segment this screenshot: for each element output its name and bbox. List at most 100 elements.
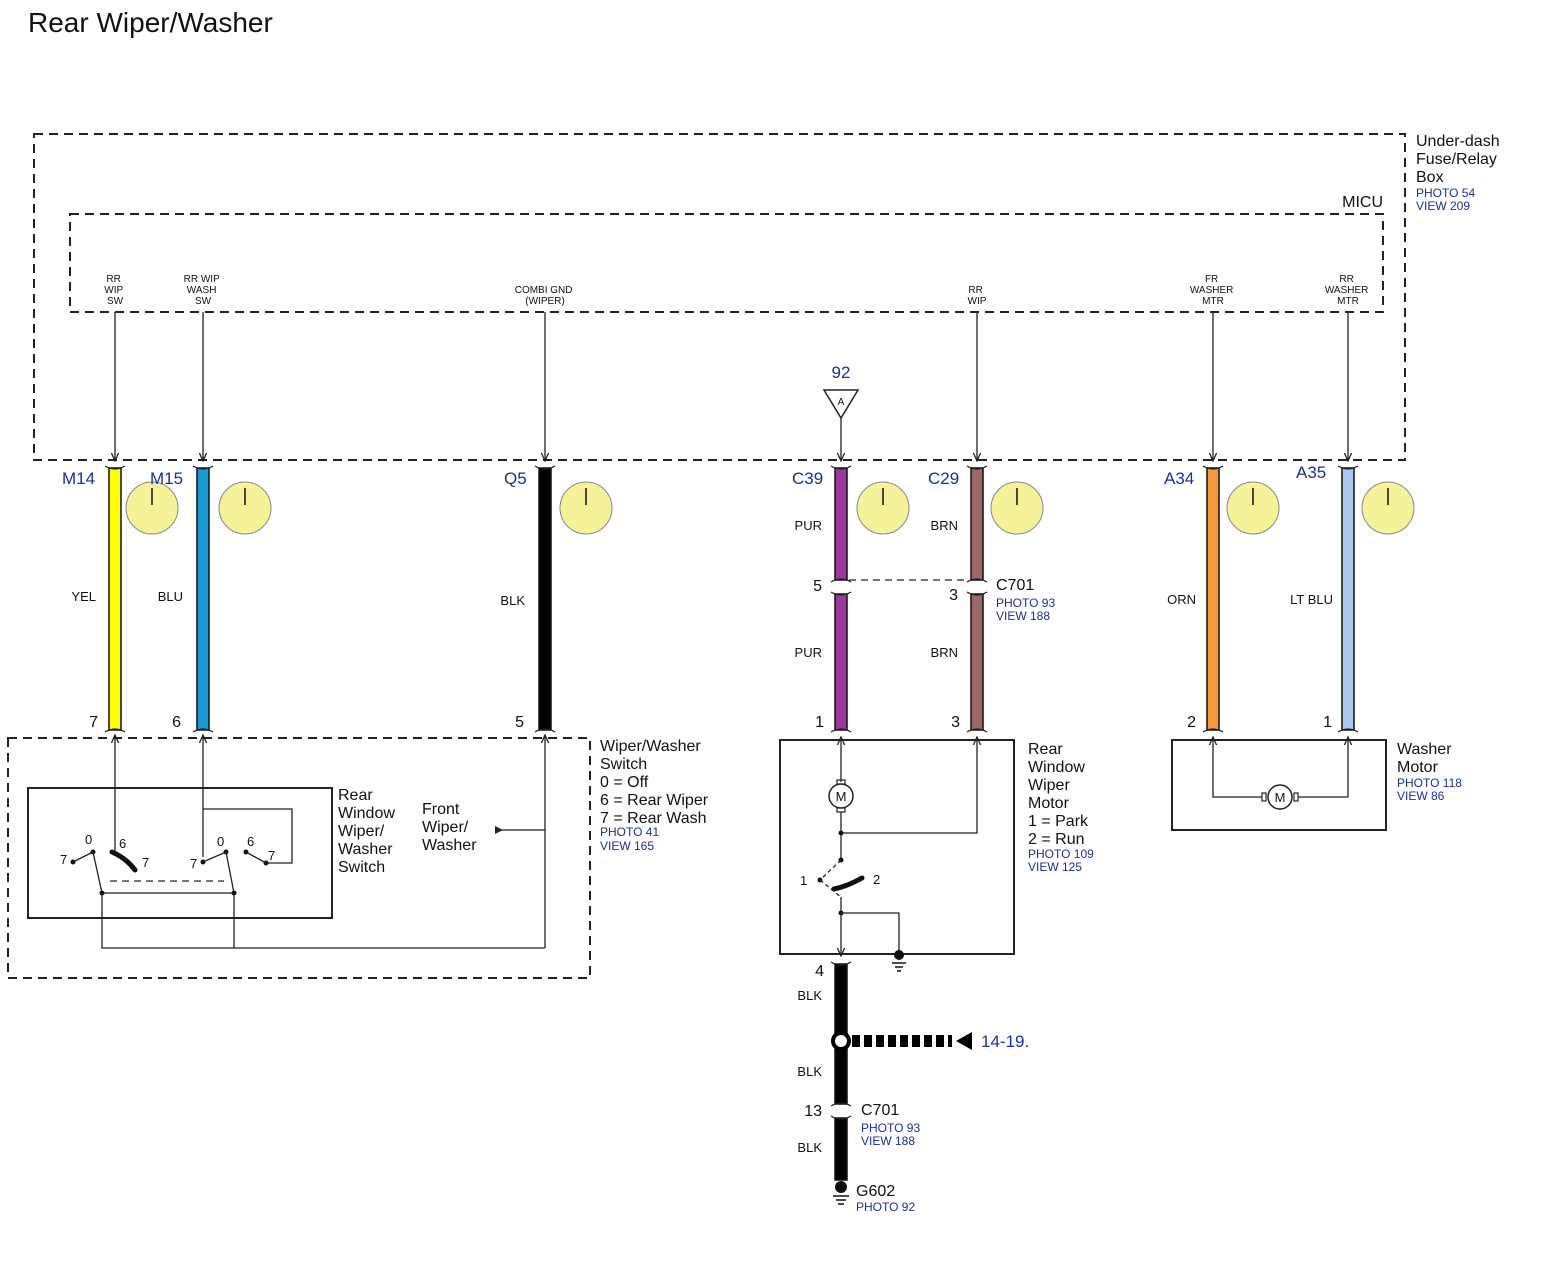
svg-text:BRN: BRN	[931, 645, 958, 660]
svg-text:VIEW 125: VIEW 125	[1028, 860, 1082, 874]
fuse-box-name: Under-dash Fuse/Relay Box	[1416, 133, 1504, 186]
svg-text:M15: M15	[150, 469, 183, 488]
terminal-fr-washer-mtr: FR WASHER MTR	[1190, 274, 1236, 307]
connector-c701-upper: C701 PHOTO 93 VIEW 188	[849, 577, 1055, 623]
washer-motor: Washer Motor PHOTO 118 VIEW 86 M	[1171, 737, 1462, 831]
svg-text:2: 2	[1187, 714, 1196, 731]
indicator-icon	[125, 481, 179, 535]
svg-text:RR WIP SW: RR WIP SW	[104, 274, 126, 307]
svg-text:COMBI GND (WIPER): COMBI GND (WIPER)	[515, 285, 576, 307]
svg-text:VIEW 188: VIEW 188	[861, 1134, 915, 1148]
svg-text:PHOTO 93: PHOTO 93	[996, 596, 1055, 610]
wire-m15: M15 BLU 6	[150, 465, 272, 733]
connector-label: M14	[62, 469, 95, 488]
svg-text:1: 1	[800, 873, 807, 888]
svg-text:BRN: BRN	[931, 518, 958, 533]
motor-icon	[1267, 784, 1293, 810]
svg-text:0: 0	[85, 832, 92, 847]
washer-motor-name: Washer Motor	[1397, 741, 1456, 776]
rear-wiper-motor: Rear Window Wiper Motor 1 = Park 2 = Run…	[779, 737, 1094, 972]
svg-text:M: M	[1275, 790, 1286, 805]
splice-arrow-icon	[956, 1032, 972, 1050]
svg-text:1: 1	[1323, 714, 1332, 731]
svg-text:ORN: ORN	[1167, 592, 1196, 607]
svg-text:RR WASHER MTR: RR WASHER MTR	[1325, 274, 1371, 307]
front-switch-label: Front Wiper/ Washer	[422, 801, 477, 854]
svg-text:0: 0	[217, 834, 224, 849]
indicator-icon	[559, 481, 613, 535]
svg-text:BLU: BLU	[158, 589, 183, 604]
wiper-washer-switch: Wiper/Washer Switch 0 = Off 6 = Rear Wip…	[7, 735, 713, 979]
svg-text:1: 1	[815, 714, 824, 731]
svg-text:C701: C701	[996, 577, 1034, 594]
wire-color-label: YEL	[71, 589, 96, 604]
svg-text:BLK: BLK	[797, 1140, 822, 1155]
indicator-icon	[990, 481, 1044, 535]
svg-text:A34: A34	[1164, 469, 1194, 488]
splice-ref: 14-19.	[981, 1032, 1029, 1051]
svg-text:13: 13	[804, 1103, 822, 1120]
wiper-motor-name: Rear Window Wiper Motor 1 = Park 2 = Run	[1028, 741, 1092, 848]
switch-name: Wiper/Washer Switch 0 = Off 6 = Rear Wip…	[600, 738, 713, 827]
svg-text:M: M	[836, 789, 847, 804]
svg-text:BLK: BLK	[797, 988, 822, 1003]
svg-text:BLK: BLK	[500, 593, 525, 608]
svg-text:7: 7	[142, 855, 149, 870]
svg-text:VIEW 165: VIEW 165	[600, 839, 654, 853]
micu-label: MICU	[1342, 194, 1383, 211]
svg-text:7: 7	[60, 852, 67, 867]
fuse-box-view-ref: VIEW 209	[1416, 199, 1470, 213]
indicator-icon	[1226, 481, 1280, 535]
svg-text:2: 2	[873, 872, 880, 887]
svg-text:3: 3	[951, 714, 960, 731]
fuse-box-photo-ref: PHOTO 54	[1416, 186, 1475, 200]
svg-text:PHOTO 41: PHOTO 41	[600, 825, 659, 839]
svg-text:A35: A35	[1296, 463, 1326, 482]
terminal-rr-wip-wash-sw: RR WIP WASH SW	[184, 274, 223, 307]
ground-wire: 4 BLK BLK BLK 14-19. 13 C701 PHOTO 93 VI…	[797, 961, 1029, 1214]
svg-text:FR WASHER MTR: FR WASHER MTR	[1190, 274, 1236, 307]
svg-text:C39: C39	[792, 469, 823, 488]
svg-text:BLK: BLK	[797, 1064, 822, 1079]
wire-m14: M14 YEL 7	[62, 465, 179, 733]
svg-text:5: 5	[813, 578, 822, 595]
svg-text:Q5: Q5	[504, 469, 527, 488]
svg-text:A: A	[838, 397, 845, 408]
svg-text:PHOTO 118: PHOTO 118	[1397, 776, 1462, 790]
ground-ref-92: 92 A	[822, 363, 860, 461]
indicator-icon	[218, 481, 272, 535]
terminal-rr-wip: RR WIP	[968, 285, 987, 307]
svg-text:C701: C701	[861, 1102, 899, 1119]
svg-text:6: 6	[172, 714, 181, 731]
micu-outline	[69, 213, 1384, 313]
svg-text:VIEW 86: VIEW 86	[1397, 789, 1445, 803]
wire-q5: Q5 BLK 5	[500, 465, 613, 733]
svg-text:3: 3	[949, 587, 958, 604]
wire-c29: C29 BRN BRN 3 3	[928, 465, 1044, 733]
rear-switch-label: Rear Window Wiper/ Washer Switch	[338, 787, 399, 876]
svg-text:PUR: PUR	[795, 645, 822, 660]
svg-text:PHOTO 92: PHOTO 92	[856, 1200, 915, 1214]
wire-c39: C39 PUR PUR 5 1	[792, 465, 910, 733]
svg-text:PHOTO 93: PHOTO 93	[861, 1121, 920, 1135]
svg-text:PUR: PUR	[795, 518, 822, 533]
svg-text:RR WIP WASH SW: RR WIP WASH SW	[184, 274, 223, 307]
svg-text:G602: G602	[856, 1183, 895, 1200]
svg-text:C29: C29	[928, 469, 959, 488]
svg-text:6: 6	[119, 836, 126, 851]
svg-text:7: 7	[190, 856, 197, 871]
page-title: Rear Wiper/Washer	[28, 7, 273, 38]
svg-text:7: 7	[268, 848, 275, 863]
svg-text:5: 5	[515, 714, 524, 731]
fuse-box-outline	[33, 133, 1406, 461]
pin-number: 7	[89, 714, 98, 731]
terminal-combi-gnd: COMBI GND (WIPER)	[515, 285, 576, 307]
svg-text:4: 4	[815, 963, 824, 980]
wire-a35: A35 LT BLU 1	[1290, 463, 1415, 733]
indicator-icon	[856, 481, 910, 535]
svg-text:VIEW 188: VIEW 188	[996, 609, 1050, 623]
svg-text:6: 6	[247, 834, 254, 849]
fuse-relay-box: Under-dash Fuse/Relay Box PHOTO 54 VIEW …	[33, 133, 1504, 461]
svg-text:PHOTO 109: PHOTO 109	[1028, 847, 1094, 861]
